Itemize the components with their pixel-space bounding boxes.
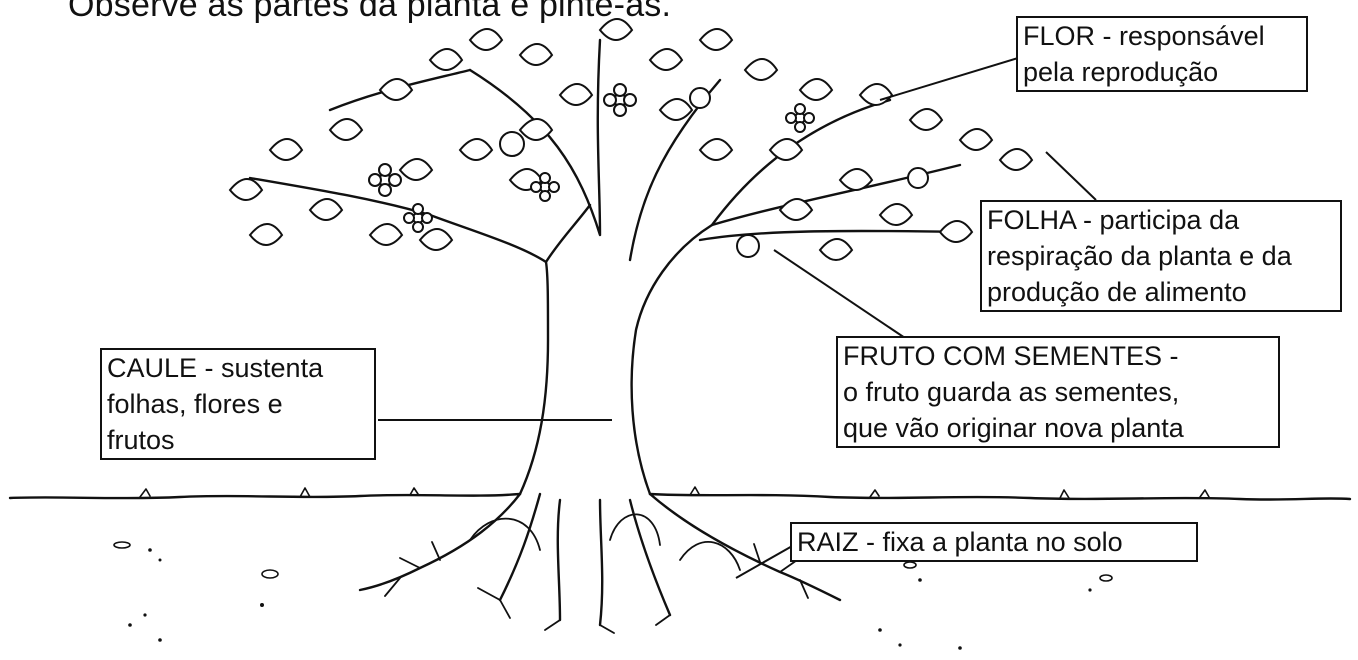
label-line: FOLHA - participa da [987,205,1240,235]
flowers [368,83,815,233]
label-raiz: RAIZ - fixa a planta no solo [790,522,1198,562]
soil-pebbles [113,541,1113,582]
label-line: produção de alimento [987,277,1247,307]
label-caule: CAULE - sustenta folhas, flores e frutos [100,348,376,460]
leaves [228,18,1034,261]
page-title: Observe as partes da planta e pinte-as. [68,0,672,24]
label-line: frutos [107,425,175,455]
fruits [499,87,929,258]
trunk [518,223,714,496]
label-line: pela reprodução [1023,57,1219,87]
label-line: FLOR - responsável [1023,21,1265,51]
label-line: que vão originar nova planta [843,413,1184,443]
ground-line [8,492,1352,501]
label-line: FRUTO COM SEMENTES - [843,341,1179,371]
label-line: CAULE - sustenta [107,353,324,383]
label-line: RAIZ - fixa a planta no solo [797,527,1123,557]
label-line: respiração da planta e da [987,241,1292,271]
leader-lines [378,57,1097,579]
label-line: o fruto guarda as sementes, [843,377,1180,407]
label-flor: FLOR - responsável pela reprodução [1016,16,1308,92]
label-folha: FOLHA - participa da respiração da plant… [980,200,1342,312]
label-line: folhas, flores e [107,389,283,419]
roots [358,492,842,627]
label-fruto: FRUTO COM SEMENTES - o fruto guarda as s… [836,336,1280,448]
